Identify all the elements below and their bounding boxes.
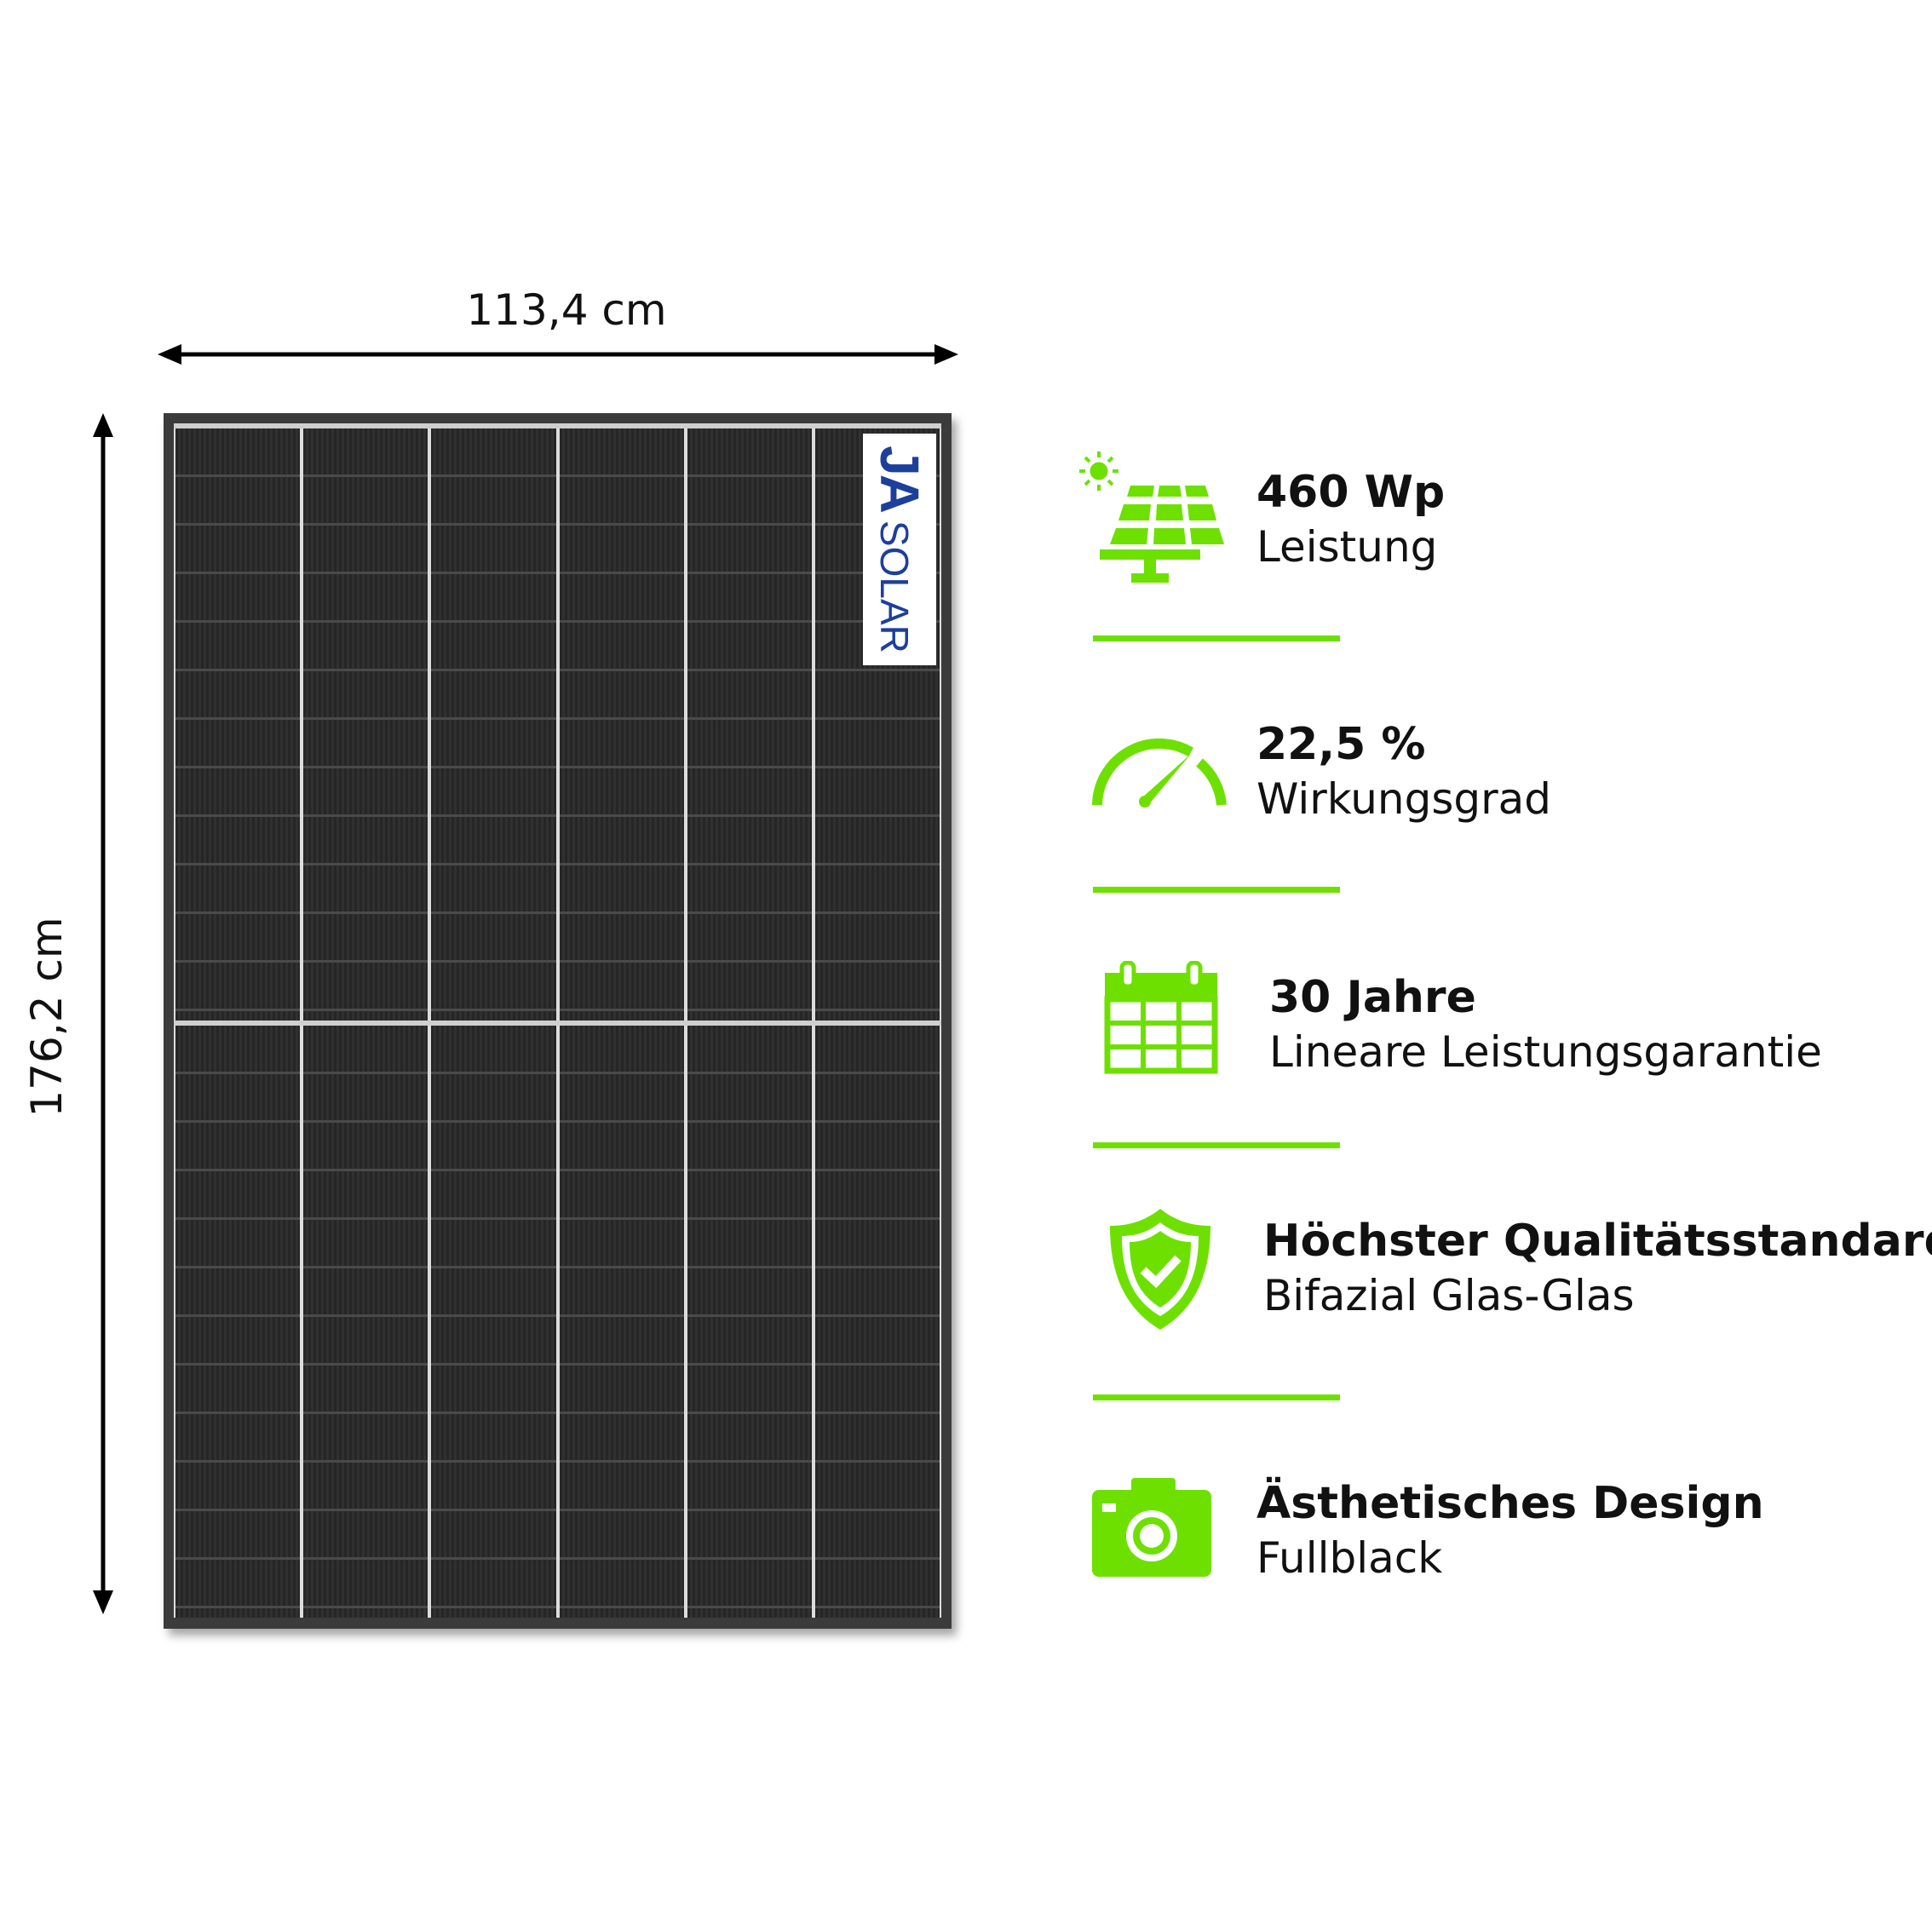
width-label: 113,4 cm: [466, 285, 667, 335]
camera-icon: [1092, 1478, 1211, 1577]
feature-subtitle: Leistung: [1256, 522, 1438, 572]
calendar-icon: [1104, 961, 1218, 1074]
height-arrow: [93, 413, 113, 1614]
divider: [1093, 1394, 1340, 1400]
divider: [1093, 635, 1340, 641]
panel-bottom-half: [174, 1021, 941, 1618]
feature-title: Ästhetisches Design: [1256, 1478, 1764, 1529]
width-arrow: [158, 344, 958, 365]
solar-panel-icon: [1079, 451, 1224, 583]
height-label: 176,2 cm: [22, 917, 72, 1118]
feature-subtitle: Wirkungsgrad: [1256, 774, 1552, 824]
feature-title: Höchster Qualitätsstandard: [1263, 1216, 1932, 1267]
speedometer-icon: [1092, 738, 1227, 808]
feature-subtitle: Lineare Leistungsgarantie: [1269, 1027, 1822, 1077]
panel-top-half: [174, 423, 941, 1021]
feature-subtitle: Fullblack: [1256, 1533, 1443, 1583]
divider: [1093, 1142, 1340, 1148]
feature-title: 460 Wp: [1256, 467, 1446, 518]
ja-solar-logo: JASOLAR: [863, 434, 936, 665]
divider: [1093, 887, 1340, 893]
solar-panel-image: [164, 413, 952, 1629]
feature-title: 22,5 %: [1256, 719, 1426, 770]
shield-check-icon: [1110, 1209, 1210, 1330]
feature-title: 30 Jahre: [1269, 972, 1476, 1023]
feature-subtitle: Bifazial Glas-Glas: [1263, 1271, 1635, 1320]
